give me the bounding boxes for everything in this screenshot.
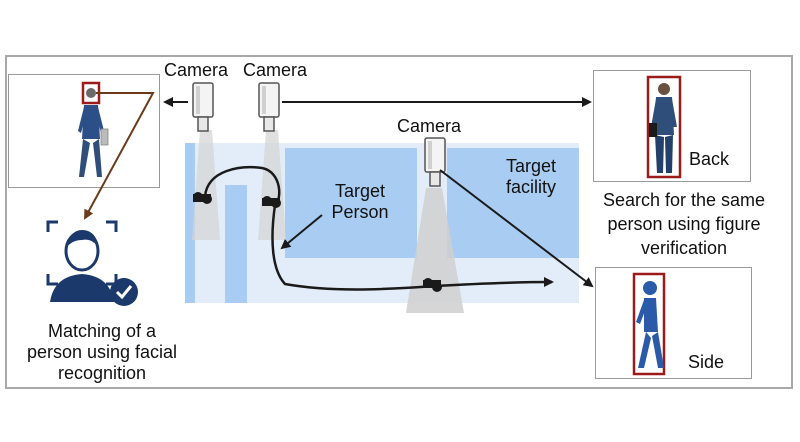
target-person-path — [203, 166, 554, 291]
back-view-person — [646, 75, 682, 179]
back-view-panel: Back — [593, 70, 751, 182]
camera-2 — [257, 82, 281, 138]
camera-icon — [424, 137, 446, 187]
arrow-face-match — [84, 92, 155, 220]
target-facility-label: Target facility — [490, 156, 572, 197]
camera-2-label: Camera — [243, 60, 308, 80]
target-person-line-1: Target — [334, 181, 386, 201]
back-label: Back — [689, 149, 730, 169]
camera-1-view-cone — [192, 130, 220, 240]
camera-1-label: Camera — [164, 60, 229, 80]
facial-recognition-line-2: person using facial — [26, 342, 178, 362]
facility-wall-left — [185, 143, 195, 303]
camera-3 — [423, 137, 447, 193]
target-person-label: Target Person — [320, 181, 400, 222]
walking-person-image — [78, 81, 109, 177]
facility-room-right — [447, 148, 579, 258]
facial-recognition-caption: Matching of a person using facial recogn… — [22, 321, 182, 384]
person-marker-2 — [262, 196, 281, 208]
facial-recognition-line-1: Matching of a — [47, 321, 157, 341]
person-marker-3 — [423, 278, 442, 292]
camera-2-view-cone — [258, 130, 286, 240]
arrow-target-person — [280, 214, 323, 250]
camera-3-label: Camera — [397, 116, 462, 136]
person-marker-1 — [193, 192, 212, 204]
figure-verification-line-2: person using figure — [607, 214, 761, 234]
camera-icon — [192, 82, 214, 132]
camera-icon — [258, 82, 280, 132]
figure-verification-line-1: Search for the same — [602, 190, 766, 210]
facility-room-mid — [285, 148, 417, 258]
facial-recognition-line-3: recognition — [57, 363, 147, 383]
target-person-line-2: Person — [331, 201, 389, 222]
target-facility-line-1: Target — [505, 156, 557, 176]
target-facility-line-2: facility — [505, 176, 556, 197]
camera-3-view-cone — [406, 188, 464, 313]
face-recognition-icon — [44, 218, 144, 308]
side-label: Side — [688, 352, 725, 372]
arrow-camera3-to-side — [439, 169, 594, 288]
side-view-panel: Side — [595, 267, 752, 379]
facility-room-left — [225, 185, 247, 303]
side-view-person — [632, 272, 666, 376]
figure-verification-caption: Search for the same person using figure … — [586, 188, 782, 260]
camera-1 — [191, 82, 215, 138]
figure-verification-line-3: verification — [640, 238, 728, 258]
facility-map — [185, 143, 579, 303]
